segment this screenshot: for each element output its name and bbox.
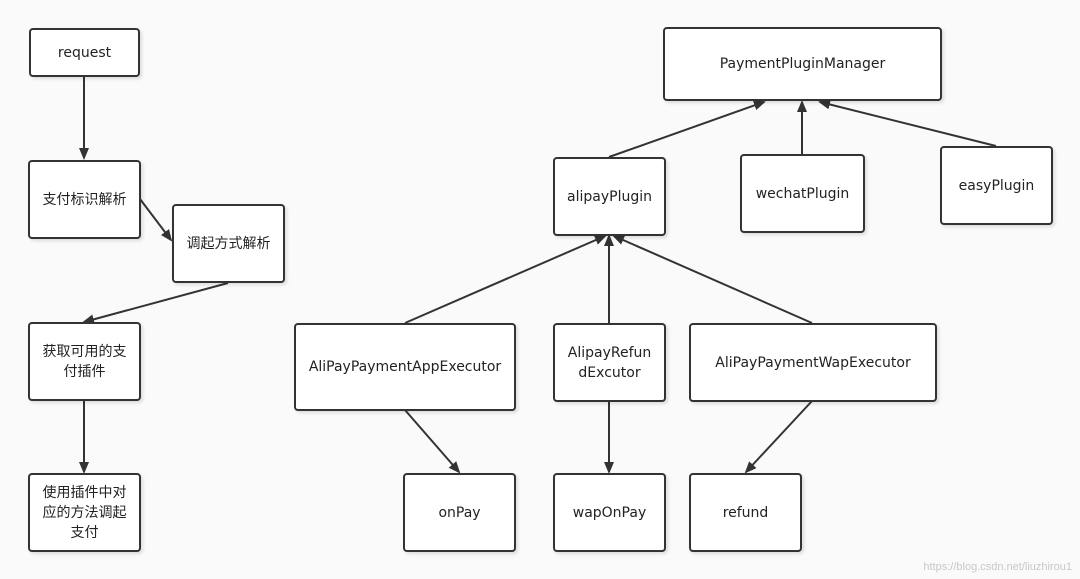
node-shiyong-chajian: 使用插件中对应的方法调起支付	[28, 473, 141, 552]
node-onpay: onPay	[403, 473, 516, 552]
watermark-url: https://blog.csdn.net/liuzhirou1	[923, 561, 1072, 573]
node-huoqu-chajian: 获取可用的支付插件	[28, 322, 141, 401]
edge-easy-to-manager	[818, 99, 997, 147]
node-onpay-label: onPay	[438, 504, 481, 521]
edge-wap-to-alipay	[612, 235, 813, 324]
node-wap-executor: AliPayPaymentWapExecutor	[689, 323, 937, 402]
edge-alipay-to-manager	[608, 100, 766, 158]
node-request: request	[29, 28, 140, 77]
node-refund-executor-label: AlipayRefundExcutor	[567, 344, 652, 381]
edge-app-to-onpay	[404, 409, 461, 474]
node-tiaoqi-fangshi: 调起方式解析	[172, 204, 285, 283]
node-shiyong-chajian-label: 使用插件中对应的方法调起支付	[42, 484, 127, 541]
node-wechat-plugin: wechatPlugin	[740, 154, 865, 233]
node-payment-plugin-manager: PaymentPluginManager	[663, 27, 942, 101]
node-refund-executor: AlipayRefundExcutor	[553, 323, 666, 402]
edge-app-to-alipay	[404, 235, 607, 324]
node-alipay-plugin-label: alipayPlugin	[567, 188, 652, 205]
node-payment-plugin-manager-label: PaymentPluginManager	[719, 56, 886, 72]
node-zhifu-biaoshi: 支付标识解析	[28, 160, 141, 239]
node-tiaoqi-fangshi-label: 调起方式解析	[186, 235, 271, 252]
node-wap-executor-label: AliPayPaymentWapExecutor	[715, 354, 911, 371]
edge-fangshi-to-huoqu	[82, 282, 229, 325]
edge-wap-to-refund	[744, 400, 813, 474]
edge-biaoshi-to-fangshi	[139, 198, 173, 242]
node-refund-label: refund	[722, 504, 769, 521]
node-easy-plugin: easyPlugin	[940, 146, 1053, 225]
node-waponpay: wapOnPay	[553, 473, 666, 552]
node-huoqu-chajian-label: 获取可用的支付插件	[42, 343, 127, 380]
node-wechat-plugin-label: wechatPlugin	[755, 185, 850, 202]
node-app-executor-label: AliPayPaymentAppExecutor	[308, 359, 502, 375]
node-app-executor: AliPayPaymentAppExecutor	[294, 323, 516, 411]
node-waponpay-label: wapOnPay	[572, 504, 647, 521]
node-alipay-plugin: alipayPlugin	[553, 157, 666, 236]
node-zhifu-biaoshi-label: 支付标识解析	[42, 191, 127, 208]
node-request-label: request	[57, 44, 112, 61]
node-easy-plugin-label: easyPlugin	[958, 177, 1035, 194]
node-refund: refund	[689, 473, 802, 552]
